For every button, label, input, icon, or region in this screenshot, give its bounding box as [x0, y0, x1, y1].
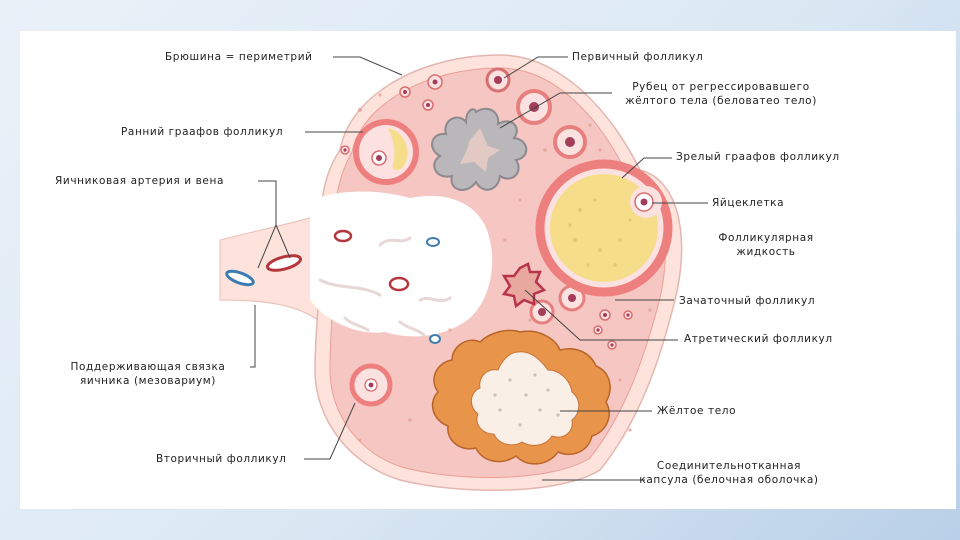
label-artery-vein: Яичниковая артерия и вена — [55, 175, 224, 187]
medulla-channels — [318, 236, 452, 337]
label-oocyte: Яйцеклетка — [712, 197, 785, 209]
label-fluid: Фолликулярная жидкость — [706, 231, 826, 259]
corpus-luteum — [431, 329, 611, 465]
label-primordial: Зачаточный фолликул — [679, 295, 816, 307]
atretic-follicle — [501, 262, 547, 309]
label-fluid-line1: Фолликулярная — [718, 232, 814, 244]
label-mesovarium-line1: Поддерживающая связка — [70, 361, 226, 373]
label-scar-line1: Рубец от регрессировавшего — [632, 81, 810, 93]
label-secondary: Вторичный фолликул — [156, 453, 287, 465]
label-primary: Первичный фолликул — [572, 51, 704, 63]
label-mature-graafian: Зрелый граафов фолликул — [676, 151, 840, 163]
label-fluid-line2: жидкость — [736, 246, 796, 258]
label-mesovarium-line2: яичника (мезовариум) — [80, 375, 216, 387]
vessels — [225, 229, 441, 344]
label-capsule-line2: капсула (белочная оболочка) — [639, 474, 819, 486]
label-capsule: Соединительнотканная капсула (белочная о… — [620, 459, 838, 487]
label-mesovarium: Поддерживающая связка яичника (мезовариу… — [53, 360, 243, 388]
medulla — [310, 191, 493, 337]
label-capsule-line1: Соединительнотканная — [656, 460, 802, 472]
primary-follicles — [485, 67, 587, 325]
early-graafian-follicle — [353, 119, 419, 185]
mature-graafian-follicle — [535, 159, 673, 297]
label-early-graafian: Ранний граафов фолликул — [121, 126, 284, 138]
label-peritoneum: Брюшина = периметрий — [165, 51, 313, 63]
label-corpus-luteum: Жёлтое тело — [657, 405, 737, 417]
leader-lines — [250, 56, 708, 481]
secondary-follicle — [349, 363, 393, 407]
primordial-follicles — [340, 74, 633, 350]
label-scar-line2: жёлтого тела (беловатео тело) — [625, 95, 817, 107]
label-atretic: Атретический фолликул — [684, 333, 833, 345]
label-scar: Рубец от регрессировавшего жёлтого тела … — [606, 80, 836, 108]
